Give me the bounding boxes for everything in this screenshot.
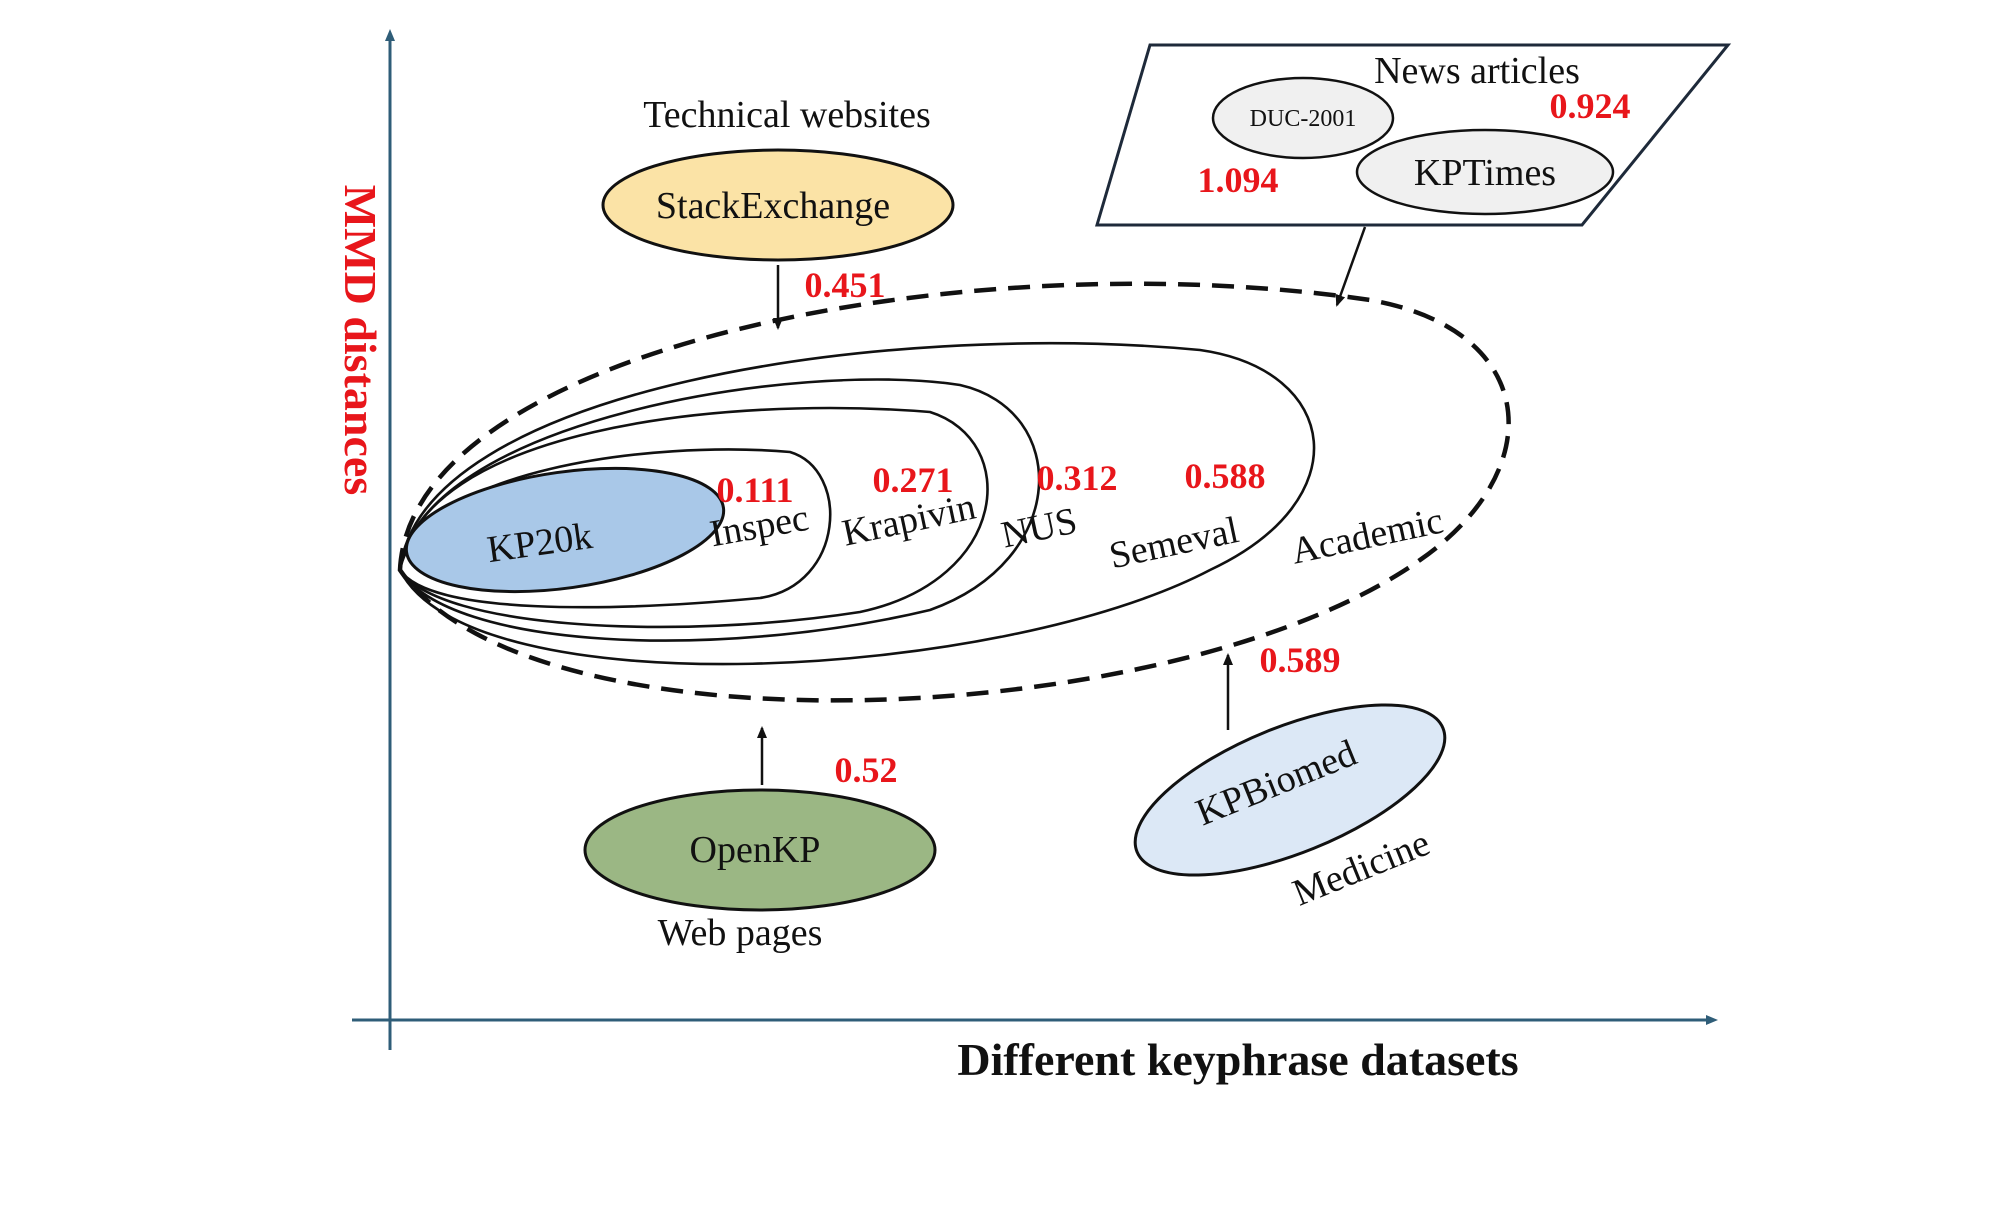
duc-2001-label: DUC-2001	[1250, 106, 1357, 132]
semeval-value: 0.588	[1185, 456, 1266, 496]
kp20k-ellipse	[404, 466, 726, 594]
semeval-label: Semeval	[1106, 509, 1243, 577]
kpbiomed-value: 0.589	[1260, 640, 1341, 680]
duc-2001-ellipse	[1211, 76, 1395, 160]
nus-label: NUS	[998, 500, 1081, 557]
stackexchange-ellipse	[601, 148, 955, 262]
web-pages-label: Web pages	[658, 912, 823, 954]
nus-ellipse	[398, 378, 1041, 642]
y-axis-label: MMD distances	[335, 185, 386, 495]
stackexchange-value: 0.451	[805, 265, 886, 305]
stackexchange-label: StackExchange	[656, 185, 890, 227]
kptimes-ellipse	[1355, 128, 1615, 216]
kptimes-label: KPTimes	[1414, 152, 1556, 194]
academic-label: Academic	[1287, 500, 1446, 573]
kptimes-value: 0.924	[1550, 86, 1631, 126]
technical-websites-label: Technical websites	[643, 94, 931, 136]
duc-2001-value: 1.094	[1198, 160, 1279, 200]
openkp-ellipse	[583, 788, 937, 912]
krapivin-ellipse	[398, 406, 989, 629]
kpbiomed-ellipse	[1133, 703, 1447, 877]
openkp-value: 0.52	[835, 750, 898, 790]
x-axis-label: Different keyphrase datasets	[957, 1034, 1518, 1085]
inspec-value: 0.111	[716, 470, 793, 510]
krapivin-value: 0.271	[873, 460, 954, 500]
semeval-ellipse	[398, 341, 1316, 666]
news-articles-arrow	[1335, 226, 1367, 307]
inspec-ellipse	[398, 448, 832, 609]
news-articles-label: News articles	[1374, 50, 1580, 92]
nus-value: 0.312	[1037, 458, 1118, 498]
academic-ellipse	[397, 281, 1511, 703]
openkp-label: OpenKP	[690, 829, 821, 871]
